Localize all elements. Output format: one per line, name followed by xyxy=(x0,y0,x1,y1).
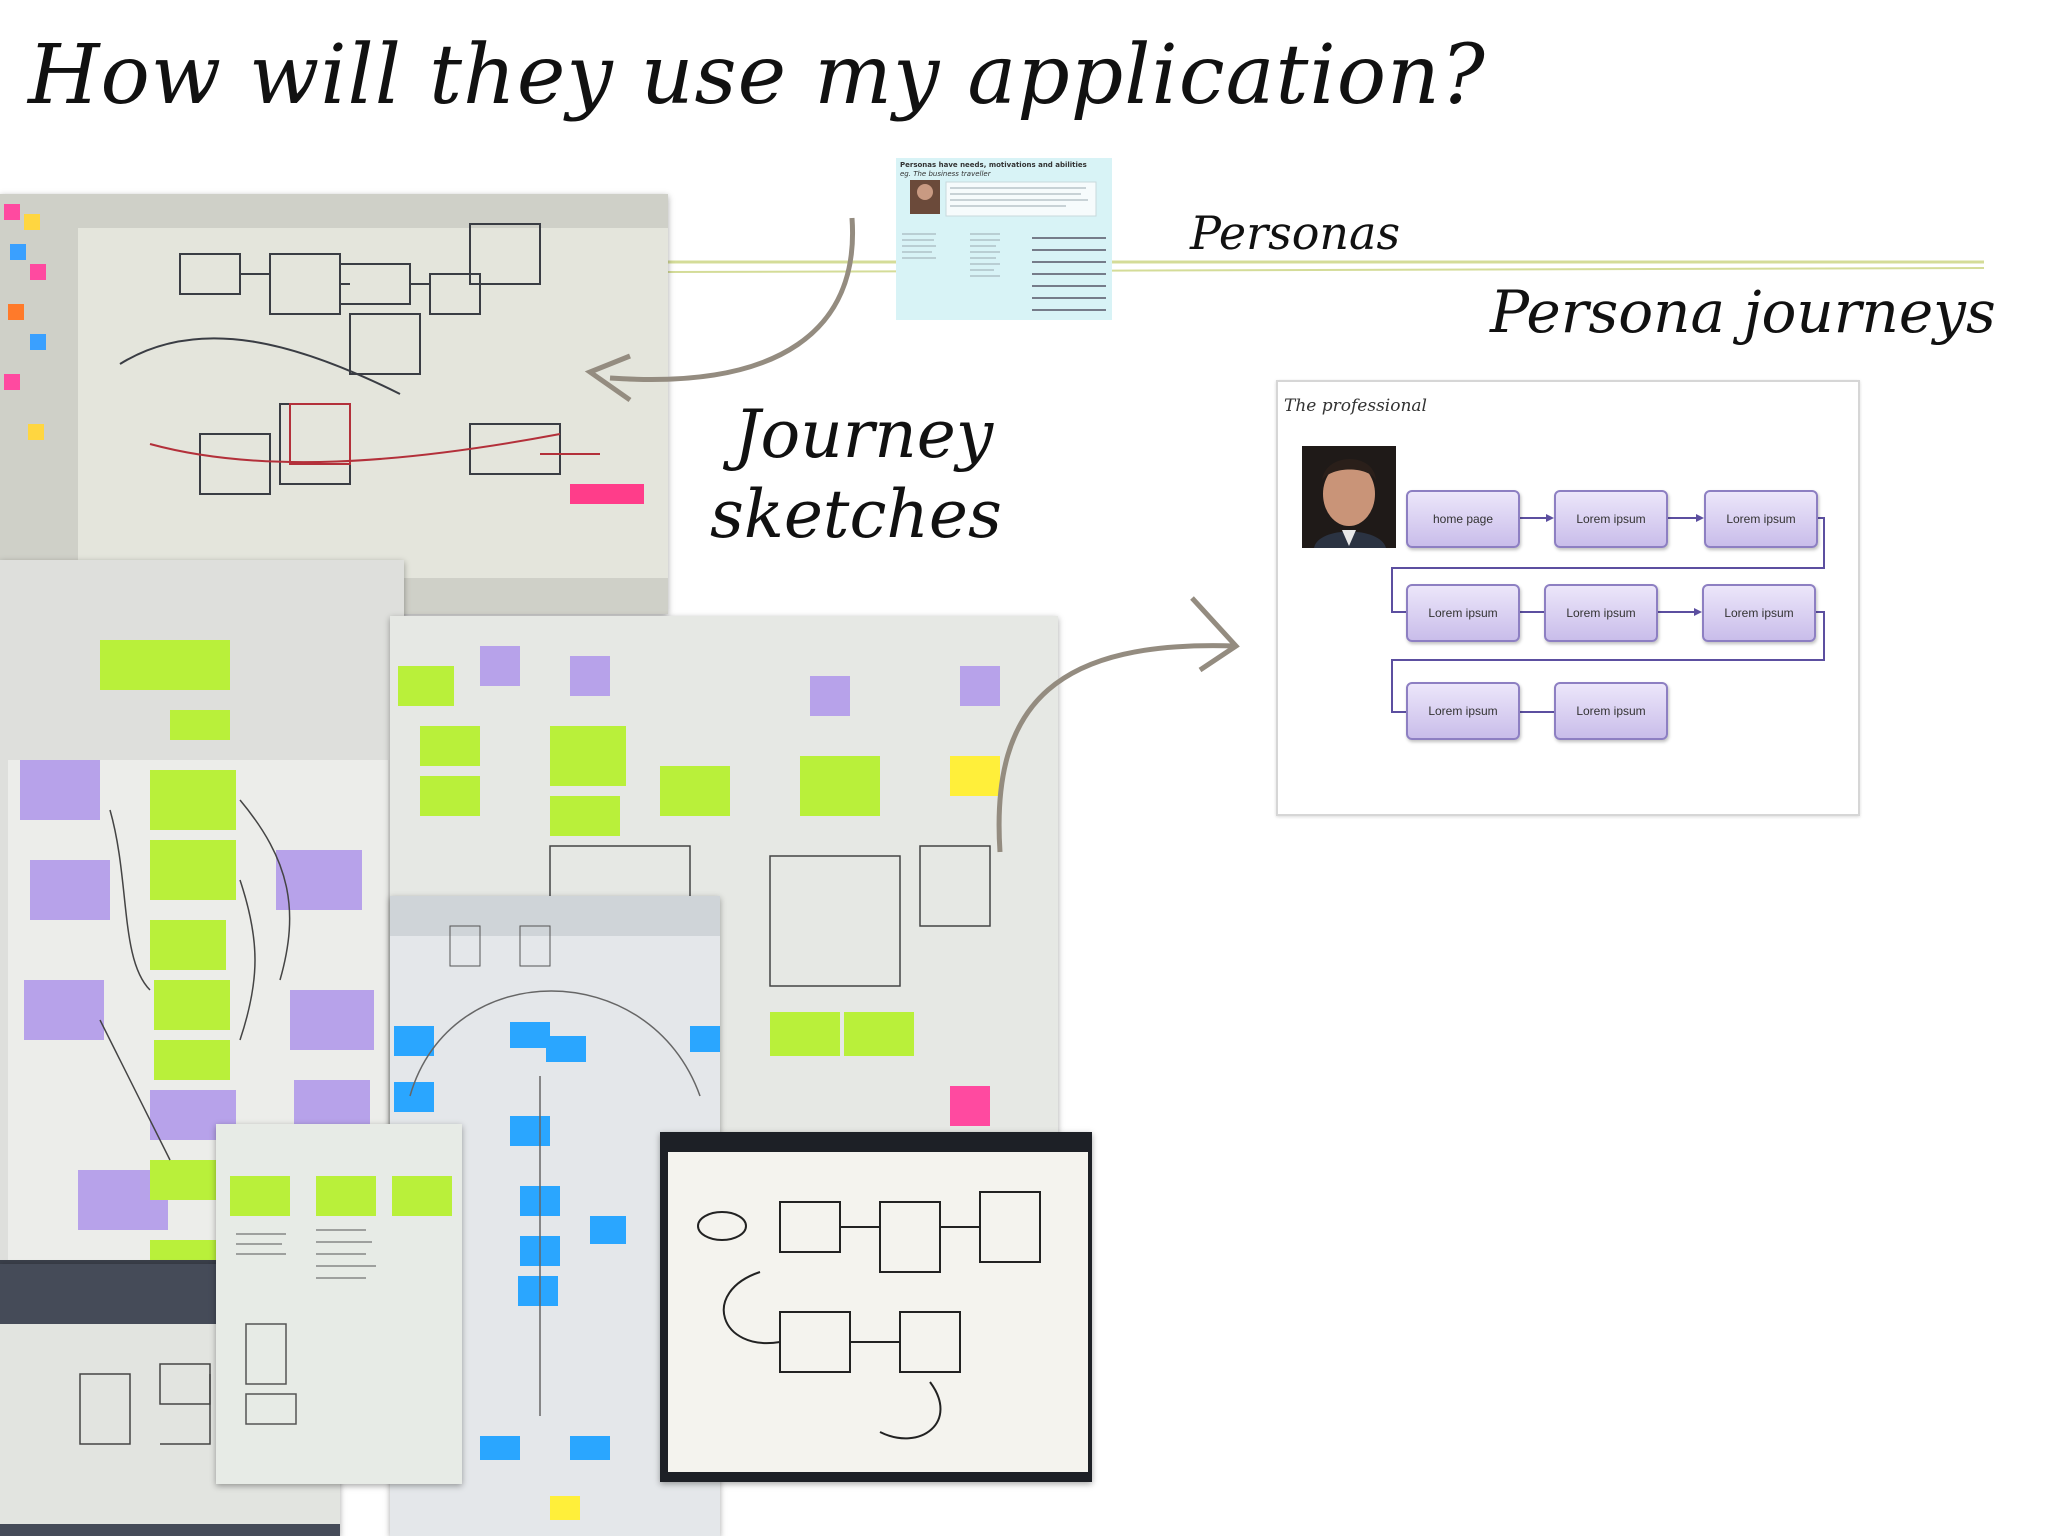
page-title: How will they use my application? xyxy=(28,28,1486,123)
persona-thumbnail-body xyxy=(902,180,1106,311)
personas-label: Personas xyxy=(1190,206,1401,260)
persona-journey-panel: The professional home p xyxy=(1276,380,1860,816)
journey-step-6: Lorem ipsum xyxy=(1702,584,1816,642)
sketch-photo-whiteboard-top xyxy=(0,194,668,614)
journey-step-4: Lorem ipsum xyxy=(1406,584,1520,642)
persona-thumbnail: Personas have needs, motivations and abi… xyxy=(896,158,1112,320)
journey-step-2: Lorem ipsum xyxy=(1554,490,1668,548)
sketch-photo-flipchart xyxy=(216,1124,462,1484)
journey-panel-title: The professional xyxy=(1284,396,1427,416)
journey-sketches-label-line1: Journey xyxy=(734,396,994,473)
journey-step-8: Lorem ipsum xyxy=(1554,682,1668,740)
journey-step-5: Lorem ipsum xyxy=(1544,584,1658,642)
timeline-line xyxy=(667,260,1985,273)
journey-step-3: Lorem ipsum xyxy=(1704,490,1818,548)
sketch-photo-family xyxy=(660,1132,1092,1482)
journey-sketches-label-line2: sketches xyxy=(710,476,1002,553)
persona-thumbnail-heading: Personas have needs, motivations and abi… xyxy=(900,161,1087,169)
sketch-photo-whiteboard-center xyxy=(390,616,1058,1156)
journey-step-1: home page xyxy=(1406,490,1520,548)
persona-journeys-label: Persona journeys xyxy=(1490,278,1996,346)
arrow-head-right xyxy=(1190,596,1240,673)
journey-step-7: Lorem ipsum xyxy=(1406,682,1520,740)
persona-thumbnail-subheading: eg. The business traveller xyxy=(900,170,991,178)
persona-portrait xyxy=(1302,446,1396,548)
sketch-photo-postits-left xyxy=(0,560,404,1310)
